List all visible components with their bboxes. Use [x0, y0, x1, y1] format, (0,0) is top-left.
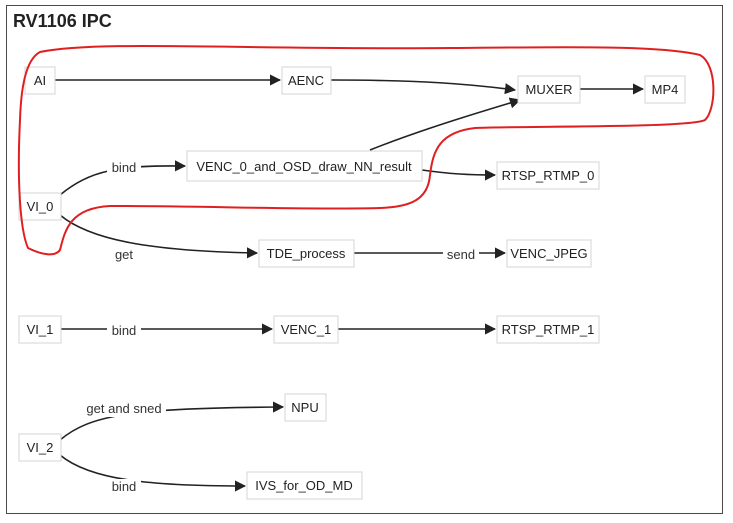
node-venc1: VENC_1: [273, 315, 339, 344]
node-mp4: MP4: [644, 75, 686, 104]
node-tde: TDE_process: [258, 239, 355, 268]
svg-text:bind: bind: [112, 323, 137, 338]
svg-text:AI: AI: [34, 73, 46, 88]
svg-text:VENC_0_and_OSD_draw_NN_result: VENC_0_and_OSD_draw_NN_result: [196, 159, 412, 174]
svg-text:bind: bind: [112, 160, 137, 175]
svg-text:bind: bind: [112, 479, 137, 494]
node-vi1: VI_1: [18, 315, 62, 344]
svg-text:VI_0: VI_0: [27, 199, 54, 214]
edge-label-vi2-npu: get and sned: [82, 401, 166, 417]
node-vencjpeg: VENC_JPEG: [506, 239, 592, 268]
edge-vi2-ivs: [59, 454, 247, 492]
node-aenc: AENC: [281, 66, 332, 95]
edge-aenc-muxer: [330, 79, 517, 95]
edge-label-tde-vencjpeg: send: [443, 246, 479, 262]
node-rtsp1: RTSP_RTMP_1: [496, 315, 600, 344]
edge-label-vi0-venc0: bind: [107, 159, 141, 175]
svg-text:MP4: MP4: [652, 82, 679, 97]
svg-text:TDE_process: TDE_process: [267, 246, 346, 261]
node-ivs: IVS_for_OD_MD: [246, 471, 363, 500]
node-npu: NPU: [284, 393, 327, 422]
svg-text:get: get: [115, 247, 133, 262]
svg-text:RTSP_RTMP_0: RTSP_RTMP_0: [502, 168, 595, 183]
node-muxer: MUXER: [517, 75, 581, 104]
edge-venc0-rtsp0: [421, 169, 497, 181]
edge-label-vi2-ivs: bind: [107, 479, 141, 495]
svg-text:VI_2: VI_2: [27, 440, 54, 455]
svg-text:VENC_1: VENC_1: [281, 322, 332, 337]
svg-text:VI_1: VI_1: [27, 322, 54, 337]
node-rtsp0: RTSP_RTMP_0: [496, 161, 600, 190]
svg-text:get and sned: get and sned: [86, 401, 161, 416]
edge-venc0-muxer: [369, 97, 522, 151]
edge-vi0-tde: [59, 214, 259, 259]
svg-text:AENC: AENC: [288, 73, 324, 88]
edge-label-vi1-venc1: bind: [107, 322, 141, 338]
edge-label-vi0-tde: get: [111, 246, 137, 262]
svg-text:NPU: NPU: [291, 400, 318, 415]
highlight-annotation: [17, 44, 715, 256]
svg-text:MUXER: MUXER: [526, 82, 573, 97]
svg-text:send: send: [447, 247, 475, 262]
node-ai: AI: [24, 66, 56, 95]
node-vi0: VI_0: [18, 192, 62, 221]
svg-text:IVS_for_OD_MD: IVS_for_OD_MD: [255, 478, 353, 493]
diagram-title: RV1106 IPC: [13, 11, 112, 31]
node-venc0: VENC_0_and_OSD_draw_NN_result: [186, 150, 423, 182]
svg-text:VENC_JPEG: VENC_JPEG: [510, 246, 587, 261]
node-vi2: VI_2: [18, 433, 62, 462]
svg-text:RTSP_RTMP_1: RTSP_RTMP_1: [502, 322, 595, 337]
